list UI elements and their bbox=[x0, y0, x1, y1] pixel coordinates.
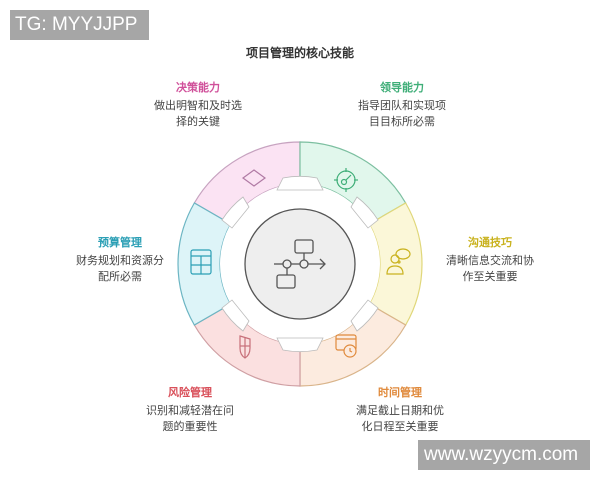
diagram-title: 项目管理的核心技能 bbox=[245, 46, 354, 60]
center-hub bbox=[244, 208, 356, 320]
workflow-icon bbox=[274, 239, 326, 289]
target-gauge-icon bbox=[334, 168, 358, 192]
skill-name: 时间管理 bbox=[378, 386, 422, 399]
calendar-clock-icon bbox=[335, 334, 357, 358]
skill-name: 沟通技巧 bbox=[468, 236, 512, 249]
skill-name: 预算管理 bbox=[98, 236, 142, 249]
skill-budget: 预算管理 财务规划和资源分 配所必需 bbox=[55, 235, 185, 285]
skill-description: 清晰信息交流和协 作至关重要 bbox=[446, 254, 534, 283]
skill-name: 决策能力 bbox=[176, 81, 220, 94]
skill-communication: 沟通技巧 清晰信息交流和协 作至关重要 bbox=[425, 235, 555, 285]
skill-description: 指导团队和实现项 目目标所必需 bbox=[358, 99, 446, 128]
skill-time: 时间管理 满足截止日期和优 化日程至关重要 bbox=[335, 385, 465, 435]
skill-leadership: 领导能力 指导团队和实现项 目目标所必需 bbox=[337, 80, 467, 130]
calculator-icon bbox=[190, 249, 212, 275]
skill-description: 财务规划和资源分 配所必需 bbox=[76, 254, 164, 283]
skill-decision: 决策能力 做出明智和及时选 择的关键 bbox=[133, 80, 263, 130]
skill-name: 风险管理 bbox=[168, 386, 212, 399]
skill-risk: 风险管理 识别和减轻潜在问 题的重要性 bbox=[125, 385, 255, 435]
shield-icon bbox=[239, 335, 251, 359]
skill-description: 满足截止日期和优 化日程至关重要 bbox=[356, 404, 444, 433]
watermark-top: TG: MYYJJPP bbox=[10, 10, 149, 40]
skill-description: 做出明智和及时选 择的关键 bbox=[154, 99, 242, 128]
watermark-bottom: www.wzyycm.com bbox=[418, 440, 590, 470]
person-chat-icon bbox=[386, 248, 411, 275]
skill-description: 识别和减轻潜在问 题的重要性 bbox=[146, 404, 234, 433]
skill-name: 领导能力 bbox=[380, 81, 424, 94]
diamond-icon bbox=[241, 169, 267, 187]
